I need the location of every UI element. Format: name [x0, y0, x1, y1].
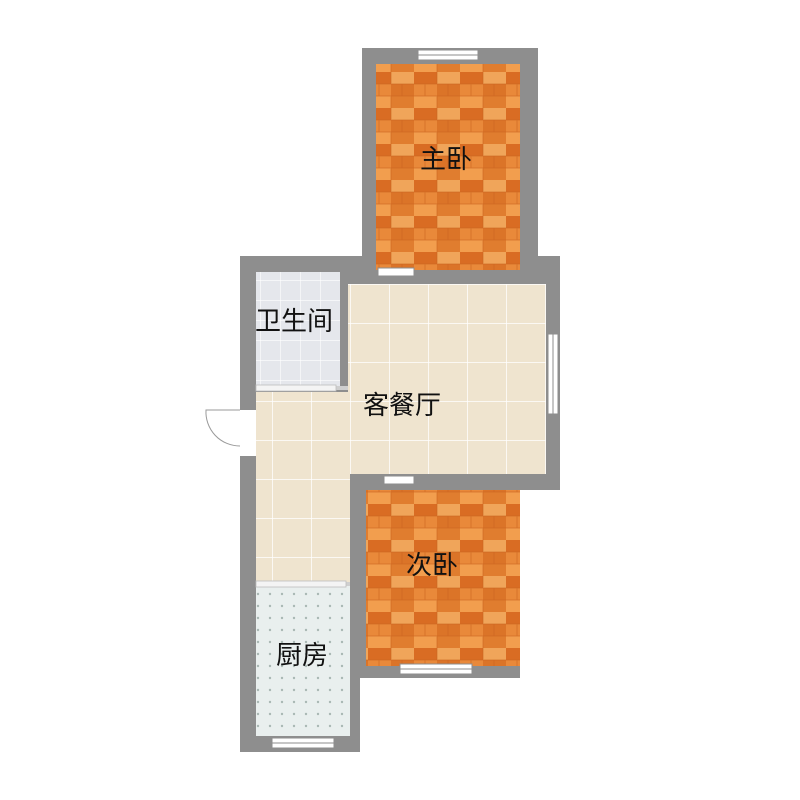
- living-dining-label: 客餐厅: [363, 391, 441, 421]
- kitchen-label: 厨房: [276, 641, 328, 671]
- bathroom-floor: [256, 272, 340, 388]
- master-bedroom-floor: [376, 64, 520, 270]
- second-bedroom-floor: [366, 490, 520, 666]
- bathroom-label: 卫生间: [255, 307, 333, 337]
- second-bedroom-label: 次卧: [406, 551, 458, 581]
- doors: [205, 267, 415, 588]
- kitchen-floor: [256, 586, 350, 736]
- windows: [271, 49, 559, 749]
- living-dining-floor: [256, 284, 546, 582]
- master-bedroom-label: 主卧: [420, 145, 472, 175]
